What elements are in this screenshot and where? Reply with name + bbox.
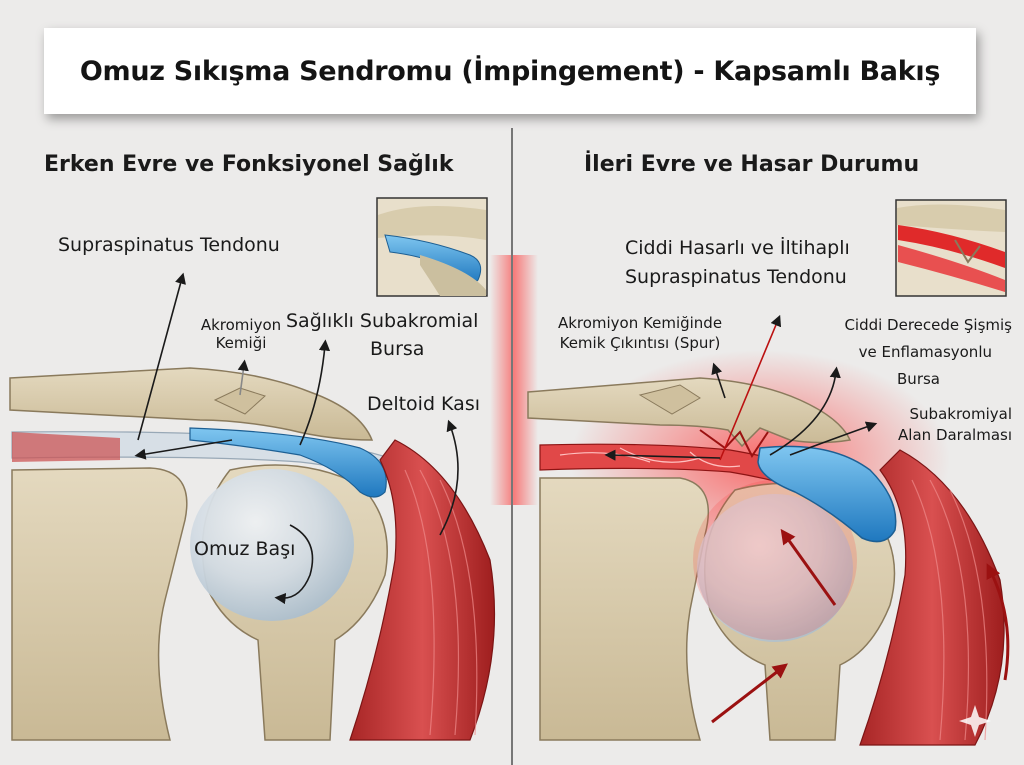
- left-shoulder: [9, 367, 496, 741]
- label-acromion-line2: Kemiği: [215, 334, 267, 352]
- right-shoulder: [527, 350, 1005, 746]
- label-spur-line2: Kemik Çıkıntısı (Spur): [559, 334, 721, 352]
- label-swollen-bursa-line1: Ciddi Derecede Şişmiş: [844, 316, 1012, 334]
- right-pointer-lines: [604, 314, 878, 461]
- left-heading: Erken Evre ve Fonksiyonel Sağlık: [44, 152, 454, 177]
- label-damaged-tendon-line2: Supraspinatus Tendonu: [625, 266, 847, 288]
- left-inset: [376, 197, 488, 297]
- left-acromion: [9, 367, 374, 441]
- right-humeral-head: [697, 494, 853, 642]
- right-heading: İleri Evre ve Hasar Durumu: [584, 152, 920, 177]
- label-healthy-bursa-line1: Sağlıklı Subakromial: [286, 310, 479, 332]
- right-inset: [895, 199, 1007, 297]
- left-bursa: [189, 427, 387, 498]
- left-supraspinatus-muscle: [12, 432, 120, 462]
- right-acromion: [527, 377, 852, 448]
- left-pointer-lines: [134, 272, 459, 605]
- right-force-arrows: [711, 528, 1010, 724]
- label-spur-line1: Akromiyon Kemiğinde: [557, 314, 723, 332]
- right-bursa: [757, 445, 897, 543]
- label-swollen-bursa-line2: ve Enflamasyonlu: [858, 343, 992, 361]
- label-space-narrowing-line1: Subakromiyal: [909, 405, 1012, 423]
- sparkle-icon: [959, 705, 991, 737]
- left-scapula: [11, 467, 188, 741]
- label-acromion-line1: Akromiyon: [200, 316, 282, 334]
- label-healthy-bursa-line2: Bursa: [370, 338, 425, 360]
- right-scapula: [539, 477, 710, 741]
- page-title: Omuz Sıkışma Sendromu (İmpingement) - Ka…: [79, 55, 941, 87]
- label-deltoid: Deltoid Kası: [367, 393, 480, 415]
- label-supraspinatus-tendon: Supraspinatus Tendonu: [58, 234, 280, 256]
- left-humeral-head: [190, 469, 354, 621]
- title-banner: Omuz Sıkışma Sendromu (İmpingement) - Ka…: [44, 28, 976, 114]
- center-glow: [490, 255, 538, 505]
- label-humeral-head: Omuz Başı: [194, 538, 296, 560]
- label-swollen-bursa-line3: Bursa: [897, 370, 940, 388]
- label-damaged-tendon-line1: Ciddi Hasarlı ve İltihaplı: [625, 237, 850, 259]
- label-space-narrowing-line2: Alan Daralması: [898, 426, 1012, 444]
